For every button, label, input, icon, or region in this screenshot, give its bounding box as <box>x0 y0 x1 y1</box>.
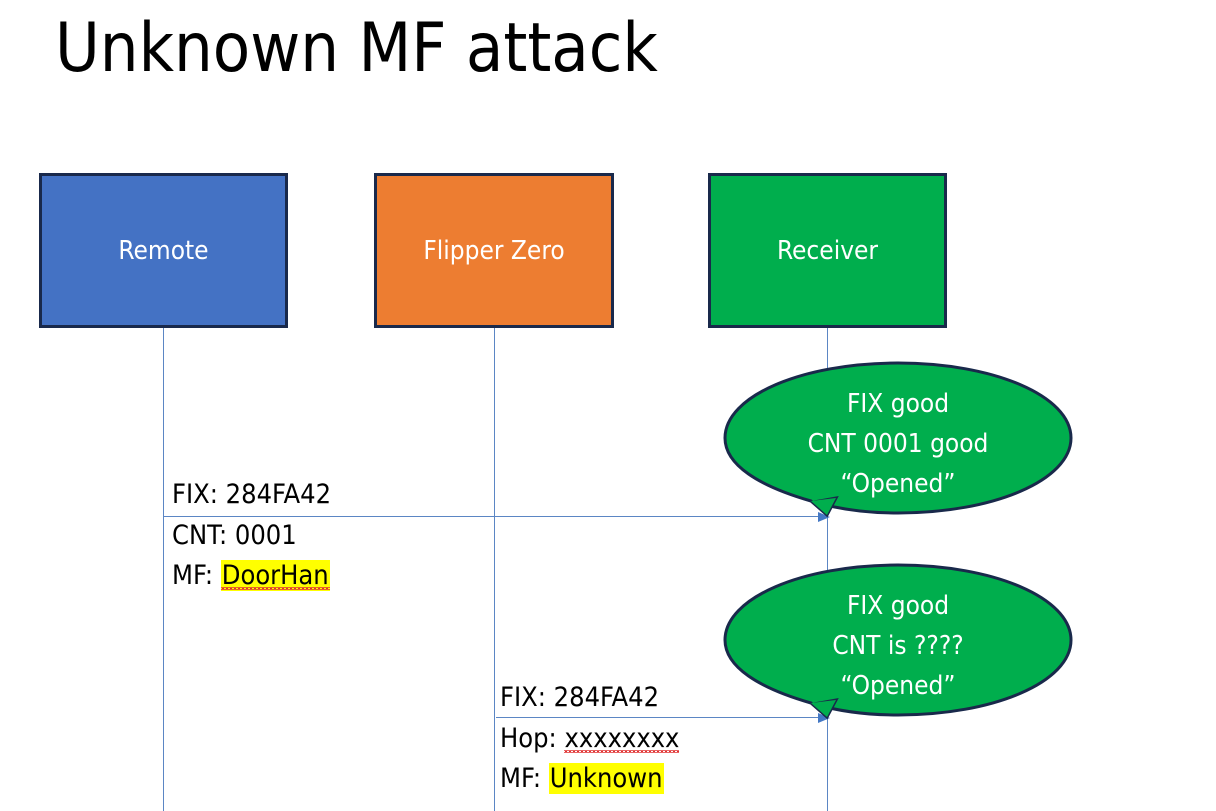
message-line-fix: FIX: 284FA42 <box>172 479 332 510</box>
callout-shape-icon <box>723 563 1073 720</box>
callout-shape-icon <box>723 361 1073 518</box>
message-line-mf-prefix: MF: <box>500 763 549 794</box>
message-label-flipper-details: Hop: xxxxxxxx MF: Unknown <box>500 719 679 799</box>
message-line-hop: Hop: xxxxxxxx <box>500 719 679 759</box>
actor-box-receiver[interactable]: Receiver <box>708 173 947 328</box>
message-line-mf-prefix: MF: <box>172 560 221 591</box>
actor-label-remote: Remote <box>118 235 209 266</box>
message-line-cnt: CNT: 0001 <box>172 520 297 551</box>
lifeline-flipper <box>494 328 495 811</box>
message-label-remote-details: CNT: 0001 MF: DoorHan <box>172 516 330 596</box>
callout-bubble-receiver-1[interactable]: FIX good CNT 0001 good “Opened” <box>723 361 1073 518</box>
message-line-mf: MF: DoorHan <box>172 556 330 596</box>
actor-label-flipper: Flipper Zero <box>423 235 565 266</box>
actor-box-flipper[interactable]: Flipper Zero <box>374 173 614 328</box>
lifeline-receiver <box>827 328 828 811</box>
message-line-mf: MF: Unknown <box>500 759 679 799</box>
page-title: Unknown MF attack <box>55 9 658 88</box>
message-line-mf-value: DoorHan <box>220 560 330 591</box>
message-line-fix: FIX: 284FA42 <box>500 682 660 713</box>
lifeline-remote <box>163 328 164 811</box>
message-arrow-remote-to-receiver <box>164 511 830 522</box>
message-line-hop-prefix: Hop: <box>500 723 565 754</box>
message-line-hop-value: xxxxxxxx <box>564 723 680 754</box>
message-arrow-flipper-to-receiver <box>496 712 830 723</box>
message-line-mf-value: Unknown <box>548 763 664 794</box>
message-label-flipper-fix: FIX: 284FA42 <box>500 678 659 718</box>
message-label-remote-fix: FIX: 284FA42 <box>172 475 331 515</box>
actor-label-receiver: Receiver <box>776 235 879 266</box>
callout-bubble-receiver-2[interactable]: FIX good CNT is ???? “Opened” <box>723 563 1073 720</box>
actor-box-remote[interactable]: Remote <box>39 173 288 328</box>
